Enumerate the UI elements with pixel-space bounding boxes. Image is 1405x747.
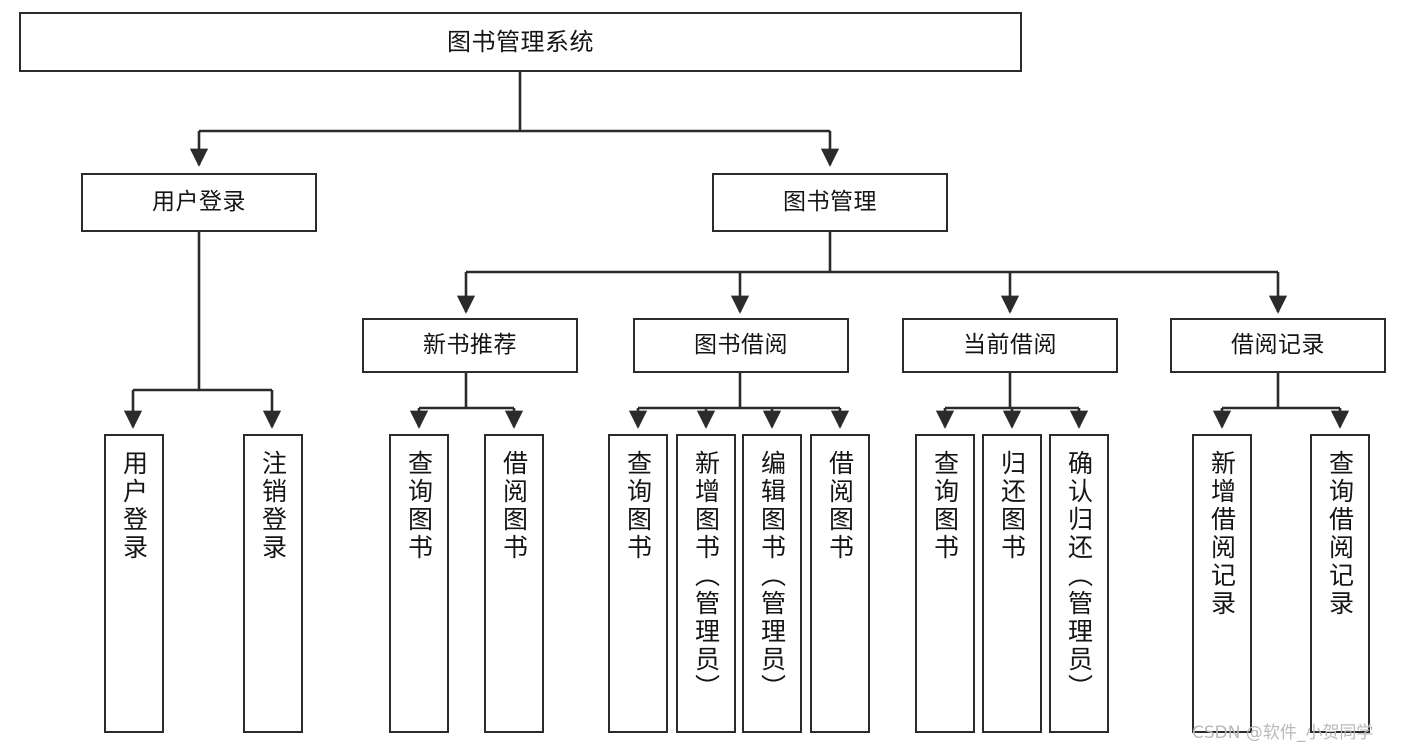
- node-label: 当前借阅: [963, 331, 1057, 358]
- node-label: 图书管理系统: [447, 27, 594, 56]
- node-label: 新增借阅记录: [1207, 450, 1237, 618]
- node-label: 编辑图书（管理员）: [757, 450, 787, 702]
- node-label: 借阅图书: [499, 450, 529, 562]
- node-label: 注销登录: [258, 450, 288, 562]
- node-label: 查询借阅记录: [1325, 450, 1355, 618]
- leaf-book-borrow-edit-book-admin[interactable]: 编辑图书（管理员）: [742, 434, 802, 733]
- node-label: 查询图书: [404, 450, 434, 562]
- node-new-book-recommend[interactable]: 新书推荐: [362, 318, 578, 373]
- leaf-borrow-record-add-record[interactable]: 新增借阅记录: [1192, 434, 1252, 733]
- node-label: 查询图书: [930, 450, 960, 562]
- node-label: 图书管理: [783, 188, 877, 215]
- leaf-book-borrow-borrow-book[interactable]: 借阅图书: [810, 434, 870, 733]
- node-label: 新书推荐: [423, 331, 517, 358]
- node-user-login[interactable]: 用户登录: [81, 173, 317, 232]
- leaf-current-borrow-return-book[interactable]: 归还图书: [982, 434, 1042, 733]
- node-label: 用户登录: [152, 188, 246, 215]
- node-label: 查询图书: [623, 450, 653, 562]
- node-current-borrow[interactable]: 当前借阅: [902, 318, 1118, 373]
- leaf-current-borrow-confirm-return-admin[interactable]: 确认归还（管理员）: [1049, 434, 1109, 733]
- csdn-watermark: CSDN @软件_小贺同学: [1192, 723, 1374, 743]
- leaf-current-borrow-query-book[interactable]: 查询图书: [915, 434, 975, 733]
- node-label: 图书借阅: [694, 331, 788, 358]
- node-label: 用户登录: [119, 450, 149, 562]
- leaf-user-login-login[interactable]: 用户登录: [104, 434, 164, 733]
- leaf-book-borrow-add-book-admin[interactable]: 新增图书（管理员）: [676, 434, 736, 733]
- node-book-management[interactable]: 图书管理: [712, 173, 948, 232]
- node-label: 确认归还（管理员）: [1064, 450, 1094, 702]
- node-label: 借阅图书: [825, 450, 855, 562]
- leaf-new-book-query-book[interactable]: 查询图书: [389, 434, 449, 733]
- leaf-borrow-record-query-record[interactable]: 查询借阅记录: [1310, 434, 1370, 733]
- node-label: 新增图书（管理员）: [691, 450, 721, 702]
- node-borrow-record[interactable]: 借阅记录: [1170, 318, 1386, 373]
- node-label: 借阅记录: [1231, 331, 1325, 358]
- leaf-new-book-borrow-book[interactable]: 借阅图书: [484, 434, 544, 733]
- node-root-book-management-system[interactable]: 图书管理系统: [19, 12, 1022, 72]
- node-book-borrow[interactable]: 图书借阅: [633, 318, 849, 373]
- leaf-book-borrow-query-book[interactable]: 查询图书: [608, 434, 668, 733]
- leaf-user-login-logout[interactable]: 注销登录: [243, 434, 303, 733]
- node-label: 归还图书: [997, 450, 1027, 562]
